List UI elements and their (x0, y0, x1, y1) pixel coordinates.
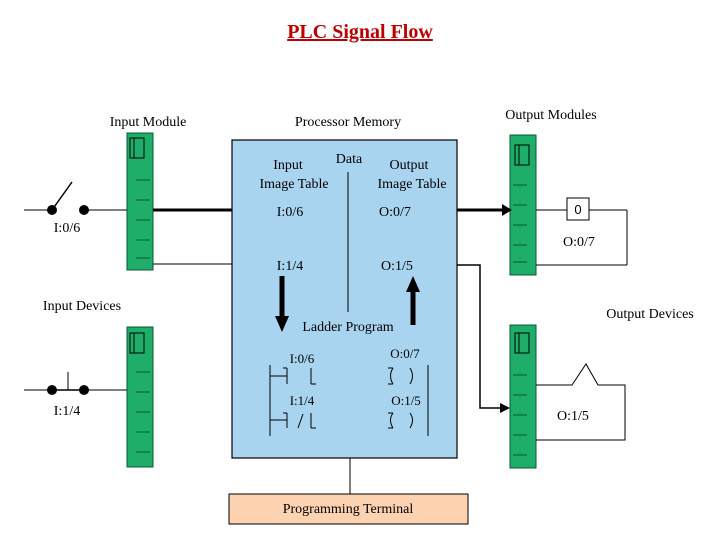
rung2-contact-closed (270, 412, 316, 429)
output-bus-2 (457, 264, 505, 409)
input-switch-2 (24, 372, 127, 395)
input-module-label: Input Module (110, 115, 187, 130)
output-lamp (536, 197, 628, 266)
rung1-contact-address: I:0/6 (290, 351, 315, 366)
input-image-table-label-2: Image Table (259, 177, 328, 192)
input-switch-2-label: I:1/4 (54, 404, 80, 419)
input-devices-label: Input Devices (43, 299, 121, 314)
output-address-2: O:1/5 (381, 259, 413, 274)
rung1-coil (388, 367, 413, 385)
ladder-program-label: Ladder Program (302, 320, 393, 335)
output-image-table-label-2: Image Table (377, 177, 446, 192)
output-heater (536, 363, 626, 441)
programming-terminal-label: Programming Terminal (283, 502, 414, 517)
input-switch-1 (24, 181, 127, 215)
programming-terminal-box (228, 493, 469, 525)
output-image-table-label-1: Output (390, 158, 429, 173)
output-module-2 (509, 324, 537, 469)
rung1-coil-address: O:0/7 (390, 346, 420, 361)
lamp-symbol: 0 (574, 202, 581, 217)
data-label: Data (336, 152, 363, 167)
input-image-table-label-1: Input (273, 158, 303, 173)
rung1-contact (270, 367, 316, 385)
rung2-contact-address: I:1/4 (290, 393, 315, 408)
output-lamp-label: O:0/7 (563, 235, 595, 250)
output-devices-label: Output Devices (606, 307, 693, 322)
rung2-coil (388, 412, 413, 429)
output-address-1: O:0/7 (379, 205, 411, 220)
output-modules-label: Output Modules (505, 108, 596, 123)
rung2-coil-address: O:1/5 (391, 393, 421, 408)
input-module-2 (126, 326, 154, 468)
input-module-1 (126, 132, 154, 271)
diagram-title: PLC Signal Flow (287, 21, 433, 43)
input-address-1: I:0/6 (277, 205, 303, 220)
processor-memory-label: Processor Memory (295, 115, 401, 130)
input-switch-1-label: I:0/6 (54, 221, 80, 236)
input-address-2: I:1/4 (277, 259, 303, 274)
output-module-1 (509, 134, 537, 276)
output-heater-label: O:1/5 (557, 409, 589, 424)
